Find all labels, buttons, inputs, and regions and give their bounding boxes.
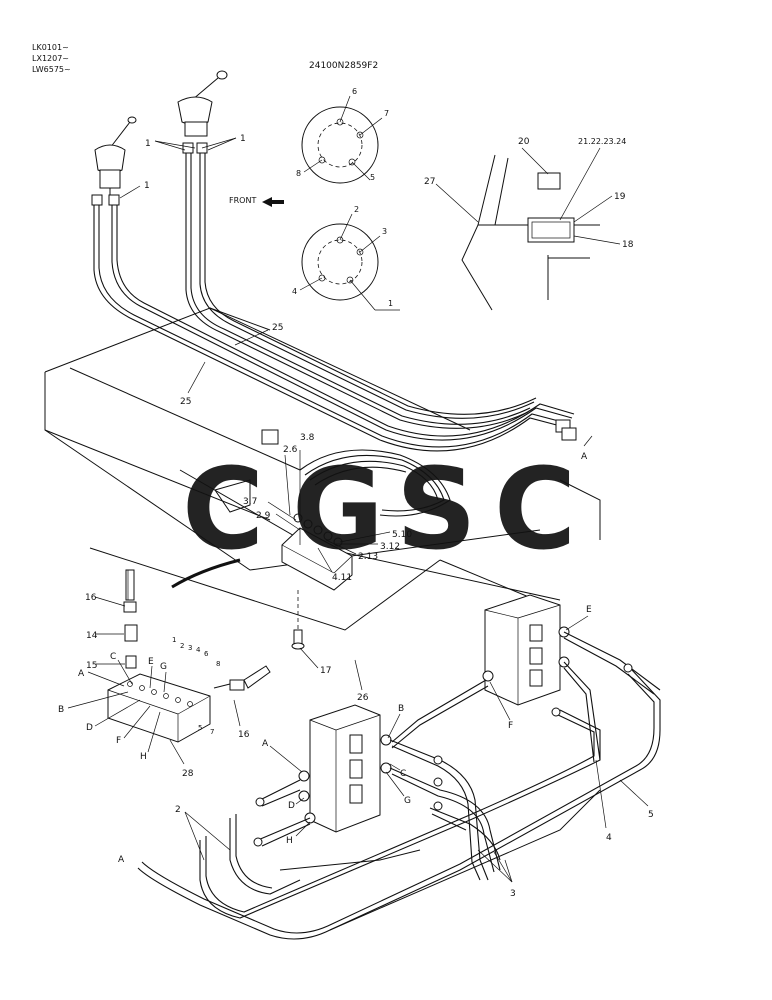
detail-view: 20 21.22.23.24 27 19 18	[424, 137, 634, 311]
detail-label-27: 27	[424, 177, 435, 187]
port-label-6: 6	[352, 87, 357, 96]
lower-hoses: A	[118, 631, 661, 940]
callout-4-11: 4.11	[332, 573, 352, 583]
block-letter-h: H	[140, 752, 147, 762]
valve-letter-c: C	[400, 769, 406, 779]
callouts-1: 1 1 1 25 25	[119, 134, 283, 407]
block-letter-a: A	[78, 669, 85, 679]
valve-letter-d: D	[288, 801, 295, 811]
valve-letter-b: B	[398, 704, 404, 714]
front-indicator: FRONT	[229, 196, 284, 207]
callout-5-10: 5.10	[392, 530, 412, 540]
block-port-3: 3	[188, 644, 192, 652]
right-joystick	[177, 70, 228, 137]
callout-5: 5	[648, 810, 654, 820]
block-port-numbers: 1 2 3 4 5 6 7 8	[172, 636, 220, 736]
port-label-1: 1	[388, 299, 393, 308]
block-letter-e: E	[148, 657, 154, 667]
callout-28: 28	[182, 769, 194, 779]
watermark-letter-4: C	[494, 445, 576, 575]
callout-1a: 1	[145, 139, 151, 149]
manifold-callouts: 3.8 2.6 3.7 2.9 5.10 3.12 2.13 4.11	[243, 433, 412, 583]
detail-label-19: 19	[614, 192, 626, 202]
left-joystick	[94, 116, 137, 196]
watermark-letter-1: C	[182, 445, 264, 575]
callout-17: 17	[320, 666, 331, 676]
control-valve-right	[482, 594, 570, 706]
part-number: 24100N2859F2	[309, 61, 378, 71]
model-code-3: LW6575~	[32, 65, 71, 74]
port-diagram-upper: 6 7 8 5	[296, 87, 389, 184]
callout-25a: 25	[272, 323, 283, 333]
valve-letter-h: H	[286, 836, 293, 846]
port-label-4: 4	[292, 287, 297, 296]
callout-3: 3	[510, 889, 516, 899]
callout-2-13: 2.13	[358, 552, 378, 562]
callout-15: 15	[86, 661, 97, 671]
watermark-letter-2: G	[292, 445, 384, 575]
detail-label-21-24: 21.22.23.24	[578, 137, 626, 146]
callout-1c: 1	[144, 181, 150, 191]
block-letter-g: G	[160, 662, 167, 672]
callout-2-9: 2.9	[256, 511, 271, 521]
callout-2: 2	[175, 805, 181, 815]
valve-letter-a: A	[262, 739, 269, 749]
pilot-hoses	[91, 142, 577, 517]
watermark-letter-3: S	[396, 445, 477, 575]
model-code-1: LK0101~	[32, 43, 69, 52]
valve-letter-e: E	[586, 605, 592, 615]
block-port-6: 6	[204, 650, 209, 658]
callout-2-6: 2.6	[283, 445, 298, 455]
port-label-5: 5	[370, 173, 375, 182]
callout-16a: 16	[85, 593, 97, 603]
port-label-2: 2	[354, 205, 359, 214]
port-diagram-lower: 2 3 4 1	[292, 205, 400, 311]
block-port-1: 1	[172, 636, 176, 644]
section-mark-a-top: A	[581, 452, 588, 462]
exploded-block-28: 16 14 15 16 28 A B C D E F G	[58, 569, 271, 779]
port-label-7: 7	[384, 109, 389, 118]
block-port-2: 2	[180, 642, 184, 650]
callout-3-12: 3.12	[380, 542, 400, 552]
valve-letter-g: G	[404, 796, 411, 806]
block-letter-c: C	[110, 652, 116, 662]
valve-letter-f: F	[508, 721, 513, 731]
arrow-left-icon	[262, 197, 284, 207]
port-label-3: 3	[382, 227, 387, 236]
model-code-2: LX1207~	[32, 54, 69, 63]
lower-callouts: 2 3 4 5	[175, 759, 654, 899]
block-port-5: 5	[198, 724, 202, 732]
block-letter-b: B	[58, 705, 64, 715]
block-port-8: 8	[216, 660, 220, 668]
block-letter-f: F	[116, 736, 121, 746]
front-label: FRONT	[229, 196, 256, 205]
section-mark-a-bottom: A	[118, 855, 125, 865]
block-port-4: 4	[196, 646, 201, 654]
watermark: C G S C	[182, 445, 576, 575]
callout-16b: 16	[238, 730, 250, 740]
block-letter-d: D	[86, 723, 93, 733]
callout-14: 14	[86, 631, 98, 641]
block-port-7: 7	[210, 728, 214, 736]
callout-25b: 25	[180, 397, 191, 407]
detail-label-18: 18	[622, 240, 634, 250]
callout-3-7: 3.7	[243, 497, 257, 507]
callout-4: 4	[606, 833, 612, 843]
control-valve-left	[298, 704, 392, 833]
callout-26b: 26	[357, 693, 369, 703]
pilot-manifold: 17 26	[281, 513, 369, 703]
valve-port-letters: A B C D G H E F	[262, 605, 592, 846]
model-codes: LK0101~ LX1207~ LW6575~	[32, 43, 71, 74]
port-label-8: 8	[296, 169, 301, 178]
detail-label-20: 20	[518, 137, 530, 147]
callout-1b: 1	[240, 134, 246, 144]
callout-3-8: 3.8	[300, 433, 315, 443]
